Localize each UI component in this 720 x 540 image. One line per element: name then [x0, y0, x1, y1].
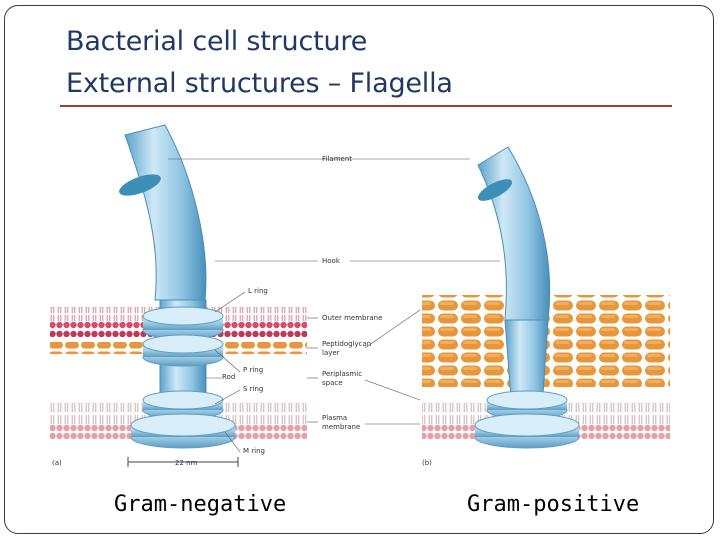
- p-ring: [142, 334, 224, 367]
- m-ring-label: M ring: [243, 447, 265, 455]
- panel-gram-negative: 22 nm (a) L ring P ring Rod S ring M rin…: [50, 124, 307, 467]
- m-ring: [130, 413, 236, 449]
- scale-label: 22 nm: [175, 459, 198, 467]
- periplasmic-label: Periplasmic: [322, 370, 362, 378]
- filament-opening-b: [477, 179, 513, 201]
- m-ring-b: [474, 413, 580, 449]
- slide-title: Bacterial cell structure: [66, 26, 368, 57]
- filament-tube-b: [477, 146, 551, 321]
- slide-frame: [4, 5, 714, 534]
- peptidoglycan-label: Peptidoglycan: [322, 340, 371, 348]
- filament-opening-a: [119, 174, 161, 196]
- l-ring: [142, 306, 224, 340]
- l-ring-label: L ring: [248, 287, 268, 295]
- plasma-membrane-label-2: membrane: [322, 423, 360, 431]
- panel-a-label: (a): [52, 459, 62, 467]
- peptidoglycan-label-2: layer: [322, 349, 340, 357]
- p-ring-label: P ring: [243, 366, 263, 374]
- rod-label: Rod: [222, 373, 235, 381]
- slide-subtitle: External structures – Flagella: [66, 68, 453, 99]
- plasma-membrane-label: Plasma: [322, 414, 347, 422]
- periplasmic-label-2: space: [322, 379, 343, 387]
- filament-label: Filament: [322, 155, 352, 163]
- caption-gram-negative: Gram-negative: [114, 492, 287, 517]
- hook-label: Hook: [322, 257, 341, 265]
- panel-gram-positive: (b): [422, 146, 670, 467]
- panel-b-label: (b): [422, 459, 432, 467]
- center-labels: Filament Hook Outer membrane Peptidoglyc…: [168, 155, 500, 431]
- outer-membrane-label: Outer membrane: [322, 314, 382, 322]
- caption-gram-positive: Gram-positive: [467, 492, 640, 517]
- s-ring-label: S ring: [243, 385, 263, 393]
- filament-tube-a: [124, 124, 207, 301]
- title-rule: [60, 105, 672, 107]
